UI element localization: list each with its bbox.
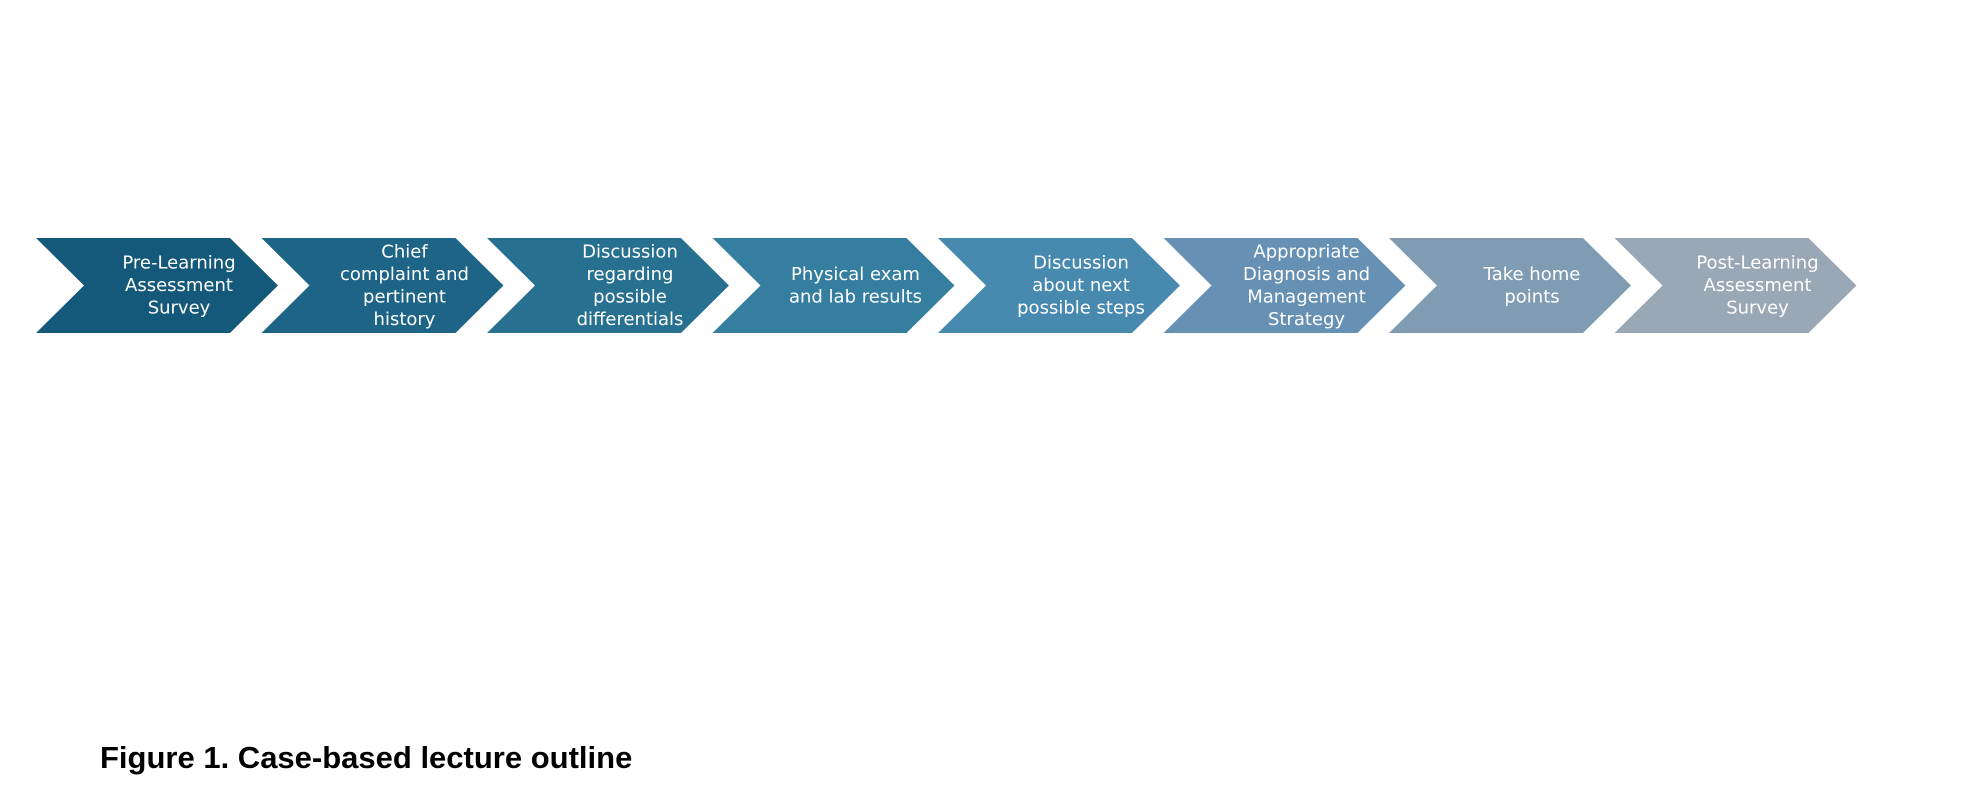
chevron-shape bbox=[1389, 238, 1631, 333]
chevron-step-label: points bbox=[1504, 286, 1559, 307]
chevron-shape bbox=[36, 238, 278, 333]
chevron-step-label: complaint and bbox=[340, 264, 469, 285]
chevron-step-label: Survey bbox=[1726, 298, 1789, 319]
chevron-step-label: Pre-Learning bbox=[122, 253, 235, 274]
chevron-step-label: Management bbox=[1247, 286, 1366, 307]
chevron-step-label: Diagnosis and bbox=[1243, 264, 1370, 285]
figure-caption: Figure 1. Case-based lecture outline bbox=[100, 740, 633, 775]
chevron-step-label: Assessment bbox=[1704, 275, 1812, 296]
chevron-step-label: history bbox=[374, 309, 436, 330]
chevron-shape bbox=[1163, 238, 1406, 333]
chevron-shape bbox=[261, 238, 504, 333]
chevron-step-label: Assessment bbox=[125, 275, 233, 296]
chevron-step-label: regarding bbox=[587, 264, 674, 285]
chevron-step-label: about next bbox=[1032, 275, 1130, 296]
chevron-step-label: Survey bbox=[148, 298, 211, 319]
chevron-shape bbox=[712, 238, 955, 333]
chevron-step-label: Appropriate bbox=[1253, 241, 1359, 262]
chevron-step-label: possible bbox=[593, 286, 667, 307]
chevron-step-label: possible steps bbox=[1017, 298, 1145, 319]
chevron-step-label: and lab results bbox=[789, 286, 922, 307]
chevron-step-label: Discussion bbox=[582, 241, 678, 262]
chevron-step-label: Physical exam bbox=[791, 264, 920, 285]
chevron-step-label: differentials bbox=[577, 309, 684, 330]
chevron-shape bbox=[487, 238, 729, 333]
chevron-step-label: pertinent bbox=[363, 286, 446, 307]
chevron-step-label: Strategy bbox=[1268, 309, 1345, 330]
chevron-shape bbox=[1614, 238, 1857, 333]
chevron-step-label: Post-Learning bbox=[1696, 253, 1818, 274]
chevron-shape bbox=[938, 238, 1180, 333]
chevron-step-label: Chief bbox=[381, 241, 428, 262]
chevron-step-label: Take home bbox=[1483, 264, 1581, 285]
chevron-step-label: Discussion bbox=[1033, 253, 1129, 274]
